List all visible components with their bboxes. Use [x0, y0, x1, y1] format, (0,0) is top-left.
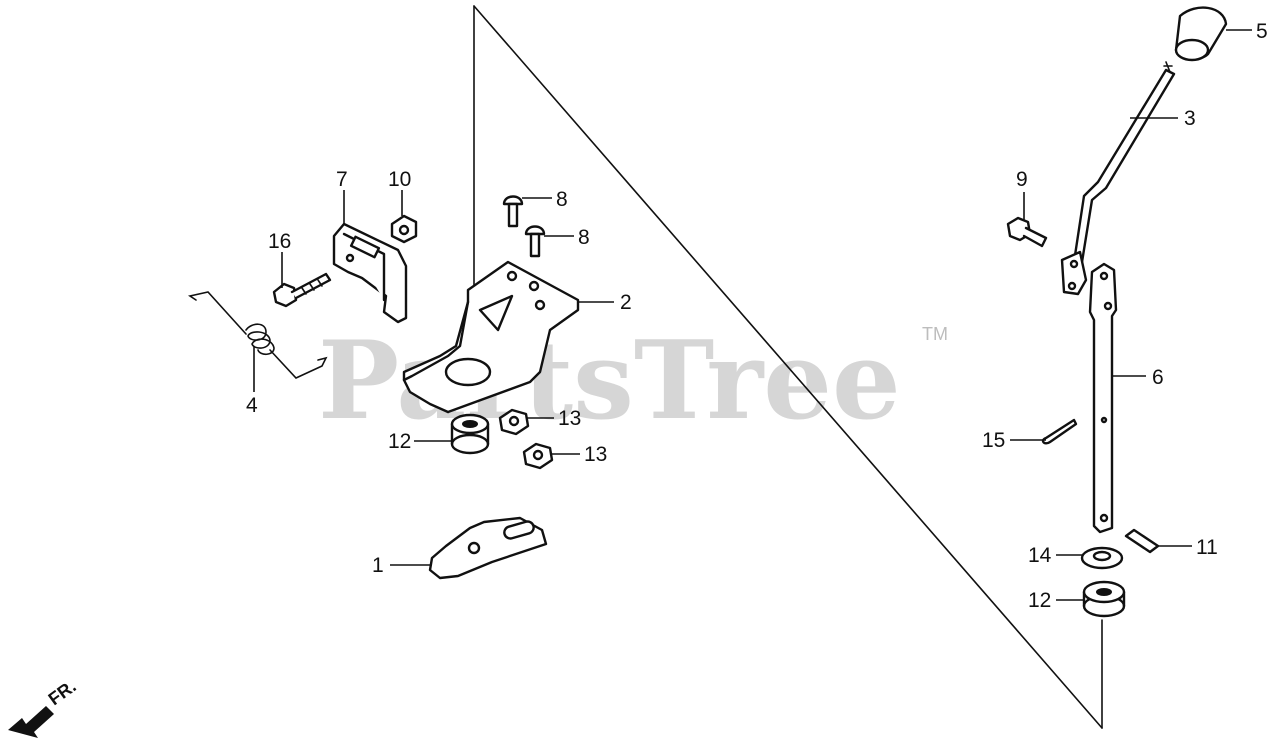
- front-label: FR.: [45, 676, 80, 709]
- part-13b-nut: [522, 442, 554, 470]
- callout-9: 9: [1016, 168, 1028, 191]
- part-10-nut: [390, 214, 418, 244]
- part-16-bolt: [272, 272, 332, 308]
- part-4-spring: [187, 291, 328, 379]
- callout-14: 14: [1028, 544, 1052, 567]
- callout-13a: 13: [558, 407, 581, 430]
- part-6-link-rod: [1088, 262, 1118, 534]
- callout-8b: 8: [578, 226, 590, 249]
- watermark-tm: TM: [922, 324, 948, 344]
- part-13a-nut: [498, 408, 530, 436]
- callout-4: 4: [246, 394, 258, 417]
- part-3-control-rod: [1060, 61, 1176, 296]
- callout-15: 15: [982, 429, 1005, 452]
- part-5-knob: [1174, 6, 1228, 62]
- part-12a-bushing: [450, 413, 490, 455]
- part-9-bolt: [1006, 216, 1048, 248]
- front-direction-indicator: FR.: [8, 676, 80, 738]
- part-8a-screw: [502, 195, 524, 228]
- part-8b-screw: [524, 225, 546, 258]
- callout-12b: 12: [1028, 589, 1051, 612]
- callout-13b: 13: [584, 443, 607, 466]
- callout-11: 11: [1196, 536, 1218, 559]
- callout-labels: 1 2 3 4 5 6 7 8 8 9 10 11 12 12 13 13 14…: [246, 20, 1268, 612]
- callout-3: 3: [1184, 107, 1196, 130]
- callout-10: 10: [388, 168, 411, 191]
- leader-lines: [253, 29, 1252, 601]
- callout-7: 7: [336, 168, 348, 191]
- callout-2: 2: [620, 291, 632, 314]
- front-arrow-icon: [8, 706, 54, 738]
- callout-5: 5: [1256, 20, 1268, 43]
- callout-12a: 12: [388, 430, 411, 453]
- callout-1: 1: [372, 554, 384, 577]
- part-12b-bushing: [1082, 580, 1126, 618]
- part-7-cable-clamp: [332, 222, 408, 324]
- callout-16: 16: [268, 230, 291, 253]
- part-14-washer: [1080, 546, 1124, 570]
- callout-8a: 8: [556, 188, 568, 211]
- part-15-cotter-pin: [1041, 418, 1078, 445]
- part-2-bracket: [402, 260, 580, 414]
- part-1-lever-plate: [428, 516, 548, 580]
- part-11-pin: [1124, 528, 1160, 554]
- callout-6: 6: [1152, 366, 1164, 389]
